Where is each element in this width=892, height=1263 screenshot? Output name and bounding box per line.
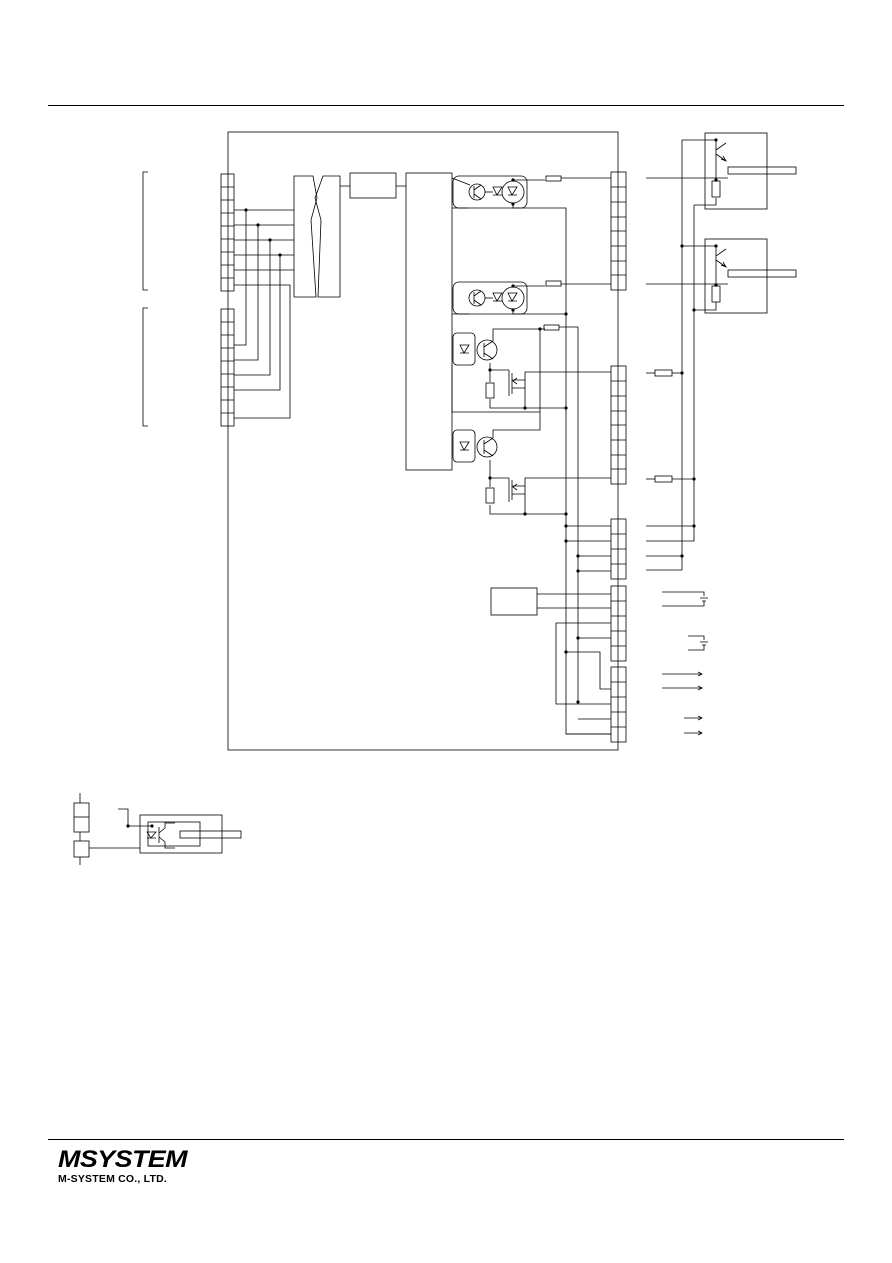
relay-output-1 <box>451 175 611 502</box>
terminal-block-right-3 <box>610 518 627 580</box>
junction-dots-external <box>680 138 718 558</box>
module-outline <box>227 131 619 751</box>
external-load-1 <box>646 132 797 570</box>
terminal-block-right-2 <box>610 365 627 485</box>
detail-input-circuit <box>73 793 242 865</box>
terminal-block-right-4 <box>610 585 627 662</box>
external-power-supply <box>662 591 708 651</box>
cpu-block <box>405 172 453 471</box>
left-wiring <box>234 209 294 419</box>
logo-mark: MSYSTEM <box>58 1146 188 1173</box>
terminal-block-left-upper <box>220 173 235 292</box>
company-logo: MSYSTEM M-SYSTEM CO., LTD. <box>58 1148 188 1186</box>
company-name: M-SYSTEM CO., LTD. <box>58 1173 167 1185</box>
header-rule <box>48 105 844 106</box>
power-distribution <box>490 502 611 735</box>
input-group-braces <box>142 171 148 427</box>
relay-output-2 <box>452 280 611 315</box>
terminal-block-right-5 <box>610 666 627 743</box>
junction-dots-detail <box>126 824 154 828</box>
external-load-2 <box>646 205 797 542</box>
junction-dots-right <box>564 524 580 704</box>
transistor-output-2 <box>452 412 611 515</box>
transistor-output-1 <box>451 324 611 702</box>
junction-dots-mid <box>488 178 568 516</box>
isolation-block <box>293 175 341 298</box>
terminal-block-left-lower <box>220 308 235 427</box>
terminal-block-right-1 <box>610 171 627 291</box>
external-signal-arrows <box>662 671 703 736</box>
interface-block <box>349 172 397 199</box>
external-output-loads <box>646 369 694 571</box>
junction-dots-left <box>244 208 282 257</box>
footer-rule <box>48 1139 844 1140</box>
